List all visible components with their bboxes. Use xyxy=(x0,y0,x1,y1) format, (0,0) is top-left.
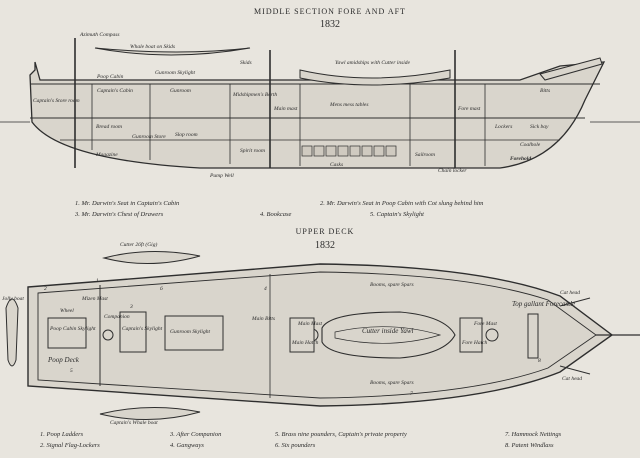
label-mainmast: Main mast xyxy=(273,106,298,112)
label-mizen: Mizen Mast xyxy=(81,296,108,302)
marker-8: 8 xyxy=(538,358,541,364)
label-breadroom: Bread room xyxy=(96,124,122,130)
label-bitts: Bitts xyxy=(540,88,550,94)
label-forehold: Forehold xyxy=(510,156,531,162)
upper-title: UPPER DECK xyxy=(296,227,355,236)
label-mainmast: Main Mast xyxy=(297,321,322,327)
upper-legend-item: 8. Patent Windlass xyxy=(505,442,554,449)
label-cathead2: Cat head xyxy=(562,376,582,382)
marker-3: 3 xyxy=(129,304,133,310)
label-lockers: Lockers xyxy=(494,124,512,130)
section-legend-item: 4. Bookcase xyxy=(260,211,292,218)
label-midship: Midshipmen's Berth xyxy=(232,92,277,98)
label-yawl: Yawl amidships with Cutter inside xyxy=(335,60,411,66)
label-gunroomsky: Gunroom Skylight xyxy=(170,329,210,335)
section-title: MIDDLE SECTION FORE AND AFT xyxy=(254,7,406,16)
marker-1: 1 xyxy=(96,278,99,284)
marker-7: 7 xyxy=(410,391,413,397)
label-sickbay: Sick bay xyxy=(530,124,549,130)
upper-legend: 1. Poop Ladders 2. Signal Flag-Lockers 3… xyxy=(40,431,562,449)
label-cutterinside: Cutter inside Yawl xyxy=(362,327,414,335)
marker-5: 5 xyxy=(70,368,73,374)
label-chainlocker: Chain locker xyxy=(438,168,467,174)
label-foremast: Fore Mast xyxy=(473,321,497,327)
upper-deck-plan xyxy=(5,251,640,421)
label-messtables: Mens mess tables xyxy=(329,102,369,108)
label-foremast: Fore mast xyxy=(457,106,481,112)
label-mainbitts: Main Bitts xyxy=(251,316,275,322)
label-topgallant: Top gallant Forecastle xyxy=(512,300,575,308)
label-sloproom: Slop room xyxy=(175,132,198,138)
label-poopcabinsky: Poop Cabin Skylight xyxy=(49,326,96,332)
label-casks: Casks xyxy=(330,162,343,168)
upper-legend-item: 2. Signal Flag-Lockers xyxy=(40,442,100,449)
label-mainhatch: Main Hatch xyxy=(291,340,319,346)
section-legend-item: 5. Captain's Skylight xyxy=(370,211,424,218)
label-gunroomstore: Gunroom Store xyxy=(132,134,166,140)
section-legend-item: 1. Mr. Darwin's Seat in Captain's Cabin xyxy=(75,200,179,207)
label-jollyboat: Jolly boat xyxy=(2,296,24,302)
label-whaleboat: Whale boat on Skids xyxy=(130,44,175,50)
label-magazine: Magazine xyxy=(95,152,118,158)
label-gunroom: Gunroom xyxy=(170,88,191,94)
label-gunroomsky: Gunroom Skylight xyxy=(155,70,195,76)
marker-4: 4 xyxy=(264,285,267,292)
label-sailroom: Sailroom xyxy=(415,152,435,158)
label-azimuth: Azimuth Compass xyxy=(79,32,120,38)
upper-labels: Cutter 26ft (Gig) Jolly boat Poop Cabin … xyxy=(2,241,582,426)
label-booms2: Booms, spare Spars xyxy=(370,380,414,386)
marker-6: 6 xyxy=(160,286,163,292)
upper-legend-item: 1. Poop Ladders xyxy=(40,431,84,438)
section-hull xyxy=(0,38,640,169)
section-legend-item: 2. Mr. Darwin's Seat in Poop Cabin with … xyxy=(320,200,484,207)
section-labels: Azimuth Compass Whale boat on Skids Skid… xyxy=(33,32,550,179)
label-forehatch: Fore Hatch xyxy=(461,340,488,346)
label-booms1: Booms, spare Spars xyxy=(370,282,414,288)
section-legend: 1. Mr. Darwin's Seat in Captain's Cabin … xyxy=(74,200,484,218)
label-skids: Skids xyxy=(240,60,252,66)
label-cutter: Cutter 26ft (Gig) xyxy=(120,241,157,248)
label-capsky: Captain's Skylight xyxy=(122,326,163,332)
upper-legend-item: 5. Brass nine pounders, Captain's privat… xyxy=(275,431,407,438)
label-spirit: Spirit room xyxy=(240,148,265,154)
label-capwhaleboat: Captain's Whale boat xyxy=(110,420,158,426)
label-capcabin: Captain's Cabin xyxy=(97,88,133,94)
marker-2: 2 xyxy=(44,286,47,292)
upper-legend-item: 4. Gangways xyxy=(170,442,204,449)
section-legend-item: 3. Mr. Darwin's Chest of Drawers xyxy=(74,211,164,218)
section-year: 1832 xyxy=(320,19,340,30)
label-poopdeck: Poop Deck xyxy=(47,356,80,364)
upper-legend-item: 6. Six pounders xyxy=(275,442,316,449)
upper-year: 1832 xyxy=(315,240,335,251)
upper-legend-item: 7. Hammock Nettings xyxy=(505,431,562,438)
label-cathead1: Cat head xyxy=(560,290,580,296)
label-poopcabin: Poop Cabin xyxy=(96,74,124,80)
label-pumpwell: Pump Well xyxy=(209,173,234,179)
label-companion: Companion xyxy=(104,314,130,320)
label-capstore: Captain's Store room xyxy=(33,98,80,104)
upper-legend-item: 3. After Companion xyxy=(169,431,221,438)
label-coalhole: Coalhole xyxy=(520,142,541,148)
label-wheel: Wheel xyxy=(60,308,74,314)
